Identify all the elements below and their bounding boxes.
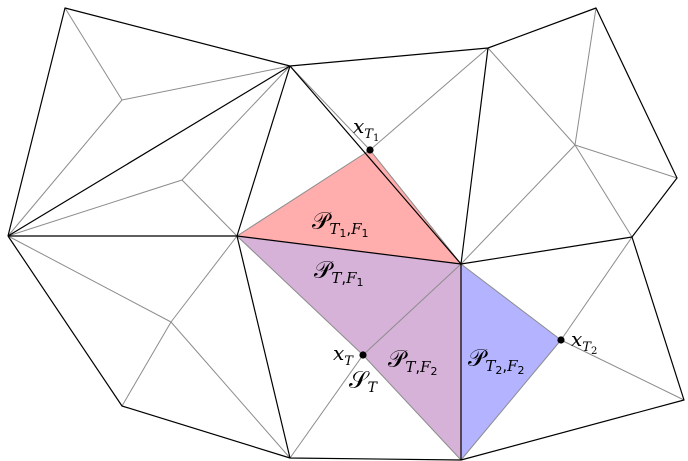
- label-x-T1-sub: T: [364, 127, 374, 142]
- label-P-T1-F1: 𝒫T1,F1: [312, 207, 369, 240]
- label-P-T-F2-sep: ,: [415, 358, 420, 376]
- label-P-T1-F1-sub2sub: 1: [362, 227, 369, 240]
- region-P-T1-F1: [237, 150, 461, 264]
- label-x-T-sub: T: [344, 354, 354, 369]
- label-P-T2-F2-sub1sub: 2: [495, 364, 502, 377]
- label-x-T2: xT2: [571, 327, 597, 357]
- region-P-T-F1-F2: [237, 236, 461, 460]
- label-P-T2-F2-sub2: F: [506, 357, 518, 375]
- label-x-T-base: x: [333, 341, 344, 365]
- label-x-T2-subsub: 2: [591, 346, 597, 357]
- label-P-T1-F1-sub1: T: [329, 220, 340, 238]
- label-P-T2-F2-base: 𝒫: [468, 344, 488, 372]
- cell-points: [359, 146, 565, 359]
- label-P-T-F2: 𝒫T,F2: [388, 345, 438, 378]
- labels: xT1 xT xT2 𝒮T 𝒫T1,F1 𝒫T,F1 𝒫T,F2 𝒫T2,F2: [312, 114, 597, 396]
- label-P-T1-F1-sub2: F: [350, 220, 362, 238]
- label-P-T1-F1-base: 𝒫: [312, 207, 332, 235]
- label-x-T: xT: [333, 341, 354, 369]
- label-P-T2-F2-sep: ,: [502, 357, 507, 375]
- label-P-T2-F2: 𝒫T2,F2: [468, 344, 525, 377]
- label-P-T1-F1-sep: ,: [346, 220, 351, 238]
- label-P-T-F1-sep: ,: [341, 269, 346, 287]
- label-P-T-F1-sub2sub: 1: [357, 276, 364, 289]
- point-x-T: [359, 351, 367, 359]
- point-x-T1: [366, 146, 374, 154]
- label-P-T2-F2-sub2sub: 2: [518, 364, 525, 377]
- label-x-T1-subsub: 1: [373, 133, 379, 144]
- label-P-T2-F2-sub1: T: [485, 357, 496, 375]
- secondary-edges: [7, 7, 685, 461]
- label-P-T-F1: 𝒫T,F1: [314, 256, 364, 289]
- label-P-T-F2-sub2sub: 2: [431, 365, 438, 378]
- label-P-T1-F1-sub1sub: 1: [339, 227, 346, 240]
- primary-edges: [7, 7, 685, 461]
- label-x-T2-sub: T: [582, 340, 592, 355]
- label-P-T-F1-sub2: F: [345, 269, 357, 287]
- highlight-regions: [237, 150, 561, 460]
- label-x-T1: xT1: [353, 114, 379, 144]
- region-P-T2-F2: [461, 264, 561, 460]
- label-S-T-base: 𝒮: [349, 366, 370, 394]
- label-P-T-F1-sub1: T: [331, 269, 342, 287]
- label-S-T-sub: T: [368, 380, 379, 396]
- label-P-T-F2-sub1: T: [405, 358, 416, 376]
- label-x-T2-base: x: [571, 327, 582, 351]
- label-x-T1-base: x: [353, 114, 364, 138]
- label-P-T-F2-sub2: F: [419, 358, 431, 376]
- label-P-T-F1-base: 𝒫: [314, 256, 334, 284]
- point-x-T2: [557, 336, 565, 344]
- label-P-T-F2-base: 𝒫: [388, 345, 408, 373]
- label-S-T: 𝒮T: [349, 366, 379, 396]
